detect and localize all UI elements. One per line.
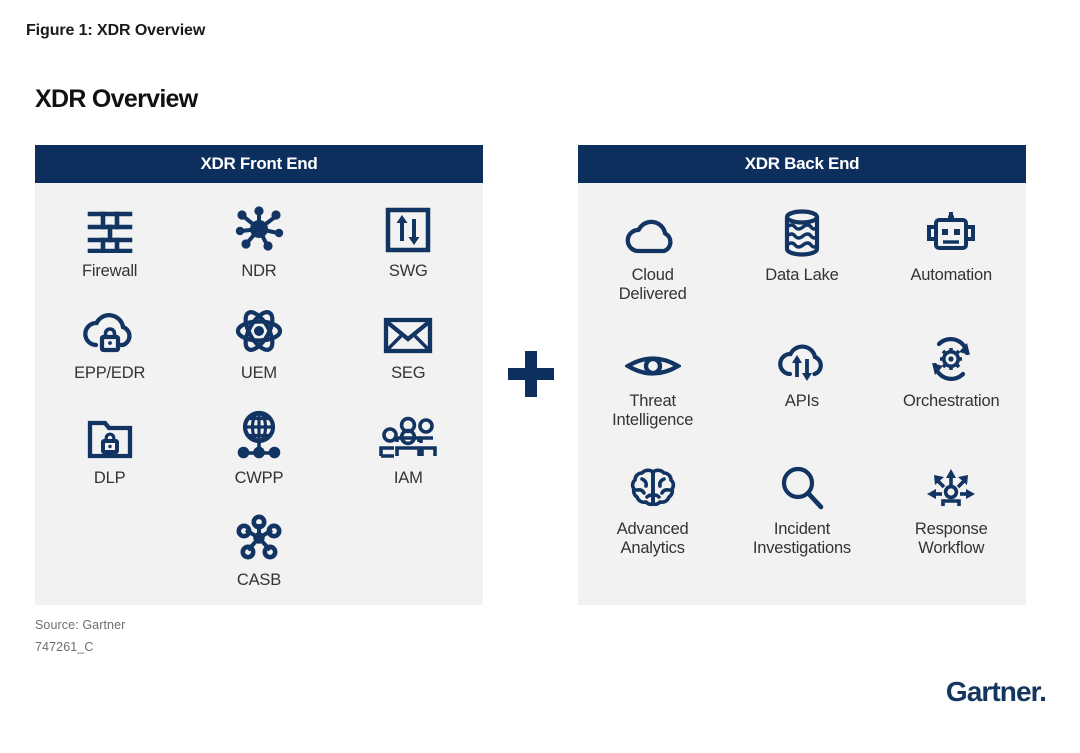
panel-header-back-end: XDR Back End: [578, 145, 1026, 183]
item-label: Firewall: [82, 262, 138, 280]
item-data-lake[interactable]: Data Lake: [727, 205, 876, 305]
brain-icon: [627, 459, 679, 511]
item-epp-edr[interactable]: EPP/EDR: [35, 303, 184, 383]
item-automation[interactable]: Automation: [877, 205, 1026, 305]
item-label: UEM: [240, 364, 277, 383]
item-label: EPP/EDR: [74, 364, 146, 383]
item-label: DLP: [93, 468, 126, 487]
item-label: Orchestration: [903, 391, 1000, 410]
item-firewall[interactable]: Firewall: [35, 201, 184, 281]
item-label: Automation: [910, 266, 993, 284]
item-incident-investigations[interactable]: Incident Investigations: [727, 459, 876, 559]
item-swg[interactable]: SWG: [334, 201, 483, 281]
panel-header-front-end-label: XDR Front End: [200, 154, 318, 173]
item-iam[interactable]: IAM: [334, 408, 483, 488]
panel-xdr-front-end: XDR Front End: [35, 145, 483, 605]
source-line-1: Source: Gartner: [35, 618, 126, 632]
panel-xdr-back-end: XDR Back End Cloud Delivered: [578, 145, 1026, 605]
item-label: Incident Investigations: [752, 519, 851, 558]
cloud-lock-icon: [82, 303, 137, 355]
item-label: Advanced Analytics: [616, 519, 689, 558]
cloud-icon: [625, 205, 681, 257]
item-label: CWPP: [234, 468, 284, 487]
panel-header-back-end-label: XDR Back End: [744, 154, 860, 173]
page-title: XDR Overview: [35, 85, 198, 113]
item-label: Cloud Delivered: [618, 266, 687, 304]
item-cwpp[interactable]: CWPP: [184, 408, 333, 488]
item-ndr[interactable]: NDR: [184, 201, 333, 281]
item-threat-intelligence[interactable]: Threat Intelligence: [578, 331, 727, 431]
database-waves-icon: [781, 205, 823, 257]
item-casb[interactable]: CASB: [184, 510, 333, 590]
item-orchestration[interactable]: Orchestration: [877, 331, 1026, 431]
item-label: Threat Intelligence: [612, 391, 694, 430]
source-note: Source: Gartner 747261_C: [35, 618, 125, 654]
item-label: Data Lake: [765, 266, 839, 284]
source-line-2: 747261_C: [35, 640, 94, 654]
item-label: NDR: [241, 262, 277, 280]
network-nodes-icon: [234, 201, 284, 253]
item-label: IAM: [393, 468, 423, 487]
item-label: SWG: [388, 262, 428, 280]
plus-separator: [508, 351, 554, 397]
figure-caption: Figure 1: XDR Overview: [26, 22, 206, 39]
folder-lock-icon: [86, 408, 134, 460]
atom-icon: [234, 303, 284, 355]
item-label: CASB: [236, 571, 282, 590]
item-cloud-delivered[interactable]: Cloud Delivered: [578, 205, 727, 305]
hub-spoke-icon: [235, 510, 283, 562]
people-group-icon: [377, 408, 439, 460]
gear-refresh-icon: [926, 331, 976, 383]
item-dlp[interactable]: DLP: [35, 408, 184, 488]
item-label: Response Workflow: [914, 519, 988, 558]
item-label: SEG: [391, 364, 426, 383]
item-advanced-analytics[interactable]: Advanced Analytics: [578, 459, 727, 559]
arrows-up-down-box-icon: [385, 201, 431, 253]
gartner-logo: Gartner.: [945, 676, 1047, 707]
person-arrows-icon: [922, 459, 980, 511]
item-apis[interactable]: APIs: [727, 331, 876, 431]
firewall-icon: [86, 201, 134, 253]
panel-header-front-end: XDR Front End: [35, 145, 483, 183]
robot-icon: [925, 205, 977, 257]
globe-network-icon: [234, 408, 284, 460]
eye-icon: [624, 331, 681, 383]
item-response-workflow[interactable]: Response Workflow: [877, 459, 1026, 559]
item-label: APIs: [784, 391, 819, 410]
magnifier-icon: [779, 459, 825, 511]
item-seg[interactable]: SEG: [334, 303, 483, 383]
envelope-icon: [383, 303, 433, 355]
item-uem[interactable]: UEM: [184, 303, 333, 383]
cloud-sync-icon: [776, 331, 828, 383]
